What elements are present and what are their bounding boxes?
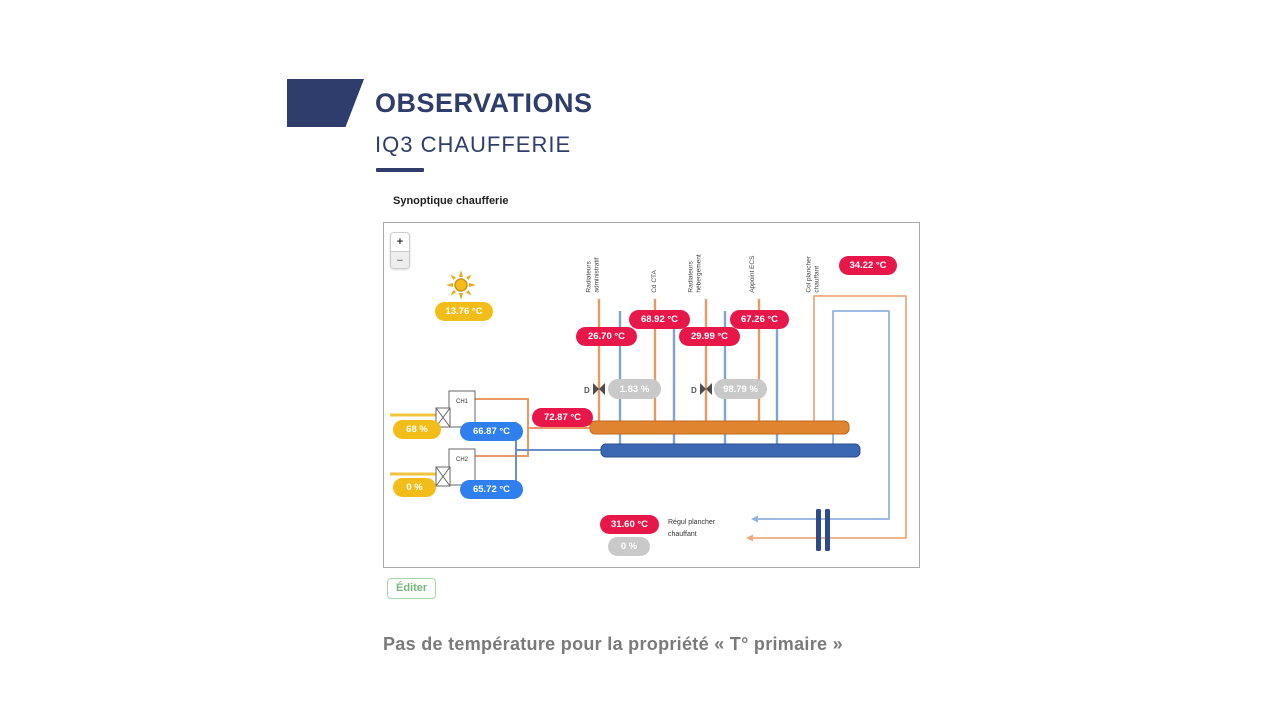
synoptic-canvas[interactable]: D D + −: [383, 222, 920, 568]
svg-text:D: D: [584, 386, 590, 395]
outdoor-temp-badge: 13.76 °C: [435, 302, 493, 321]
boiler-ch1-icon: [435, 390, 476, 428]
zoom-in-button[interactable]: +: [396, 236, 404, 248]
boiler-ch2-modulation-badge: 0 %: [393, 478, 436, 497]
circuit-label-plancher-chauffant: Col plancher chauffant: [805, 256, 821, 293]
floor-regulation-label: Régul plancher chauffant: [668, 519, 716, 538]
svg-text:D: D: [691, 386, 697, 395]
title-underline: [376, 168, 424, 172]
boiler-ch2-temp-badge: 65.72 °C: [460, 480, 523, 499]
circuit-label-radiateurs-administratif: Radiateurs administratif: [585, 257, 601, 293]
sun-icon: [445, 269, 477, 301]
valve-opening-badge-2: 98.79 %: [714, 379, 767, 399]
pipes-drawing: D D: [390, 295, 907, 551]
supply-temp-badge: 72.87 °C: [532, 408, 593, 427]
circuit-label-appoint-ecs: Appoint ECS: [749, 255, 757, 293]
rad-heberg-return-temp-badge: 29.99 °C: [679, 327, 740, 346]
synoptic-section-label: Synoptique chaufferie: [393, 195, 509, 207]
zoom-out-button[interactable]: −: [391, 251, 409, 268]
valve-icon-1: D: [584, 383, 605, 395]
boiler-ch1-modulation-badge: 68 %: [393, 420, 441, 439]
cta-supply-temp-badge: 68.92 °C: [629, 310, 690, 329]
zoom-control: + −: [390, 232, 410, 269]
plancher-supply-temp-badge: 34.22 °C: [839, 256, 897, 275]
boiler-ch2-label: CH2: [456, 457, 469, 463]
rad-admin-return-temp-badge: 26.70 °C: [576, 327, 637, 346]
supply-collector: [589, 420, 850, 435]
page-subtitle: IQ3 CHAUFFERIE: [375, 132, 572, 157]
heat-exchanger-icon: [816, 509, 830, 551]
boiler-ch1-label: CH1: [456, 399, 469, 405]
boiler-ch1-temp-badge: 66.87 °C: [460, 422, 523, 441]
valve-opening-badge-1: 1.83 %: [608, 379, 661, 399]
footer-message: Pas de température pour la propriété « T…: [383, 634, 843, 654]
return-collector: [600, 443, 861, 458]
page-title: OBSERVATIONS: [375, 88, 593, 118]
edit-button[interactable]: Éditer: [387, 578, 437, 599]
appoint-ecs-temp-badge: 67.26 °C: [730, 310, 789, 329]
circuit-label-radiateurs-hebergement: Radiateurs hébergement: [687, 254, 703, 293]
valve-icon-2: D: [691, 383, 712, 395]
floor-regulation-opening-badge: 0 %: [608, 537, 650, 556]
brand-logo: [287, 79, 364, 127]
floor-regulation-temp-badge: 31.60 °C: [600, 515, 659, 534]
circuit-label-cta: Cd CTA: [651, 270, 659, 293]
